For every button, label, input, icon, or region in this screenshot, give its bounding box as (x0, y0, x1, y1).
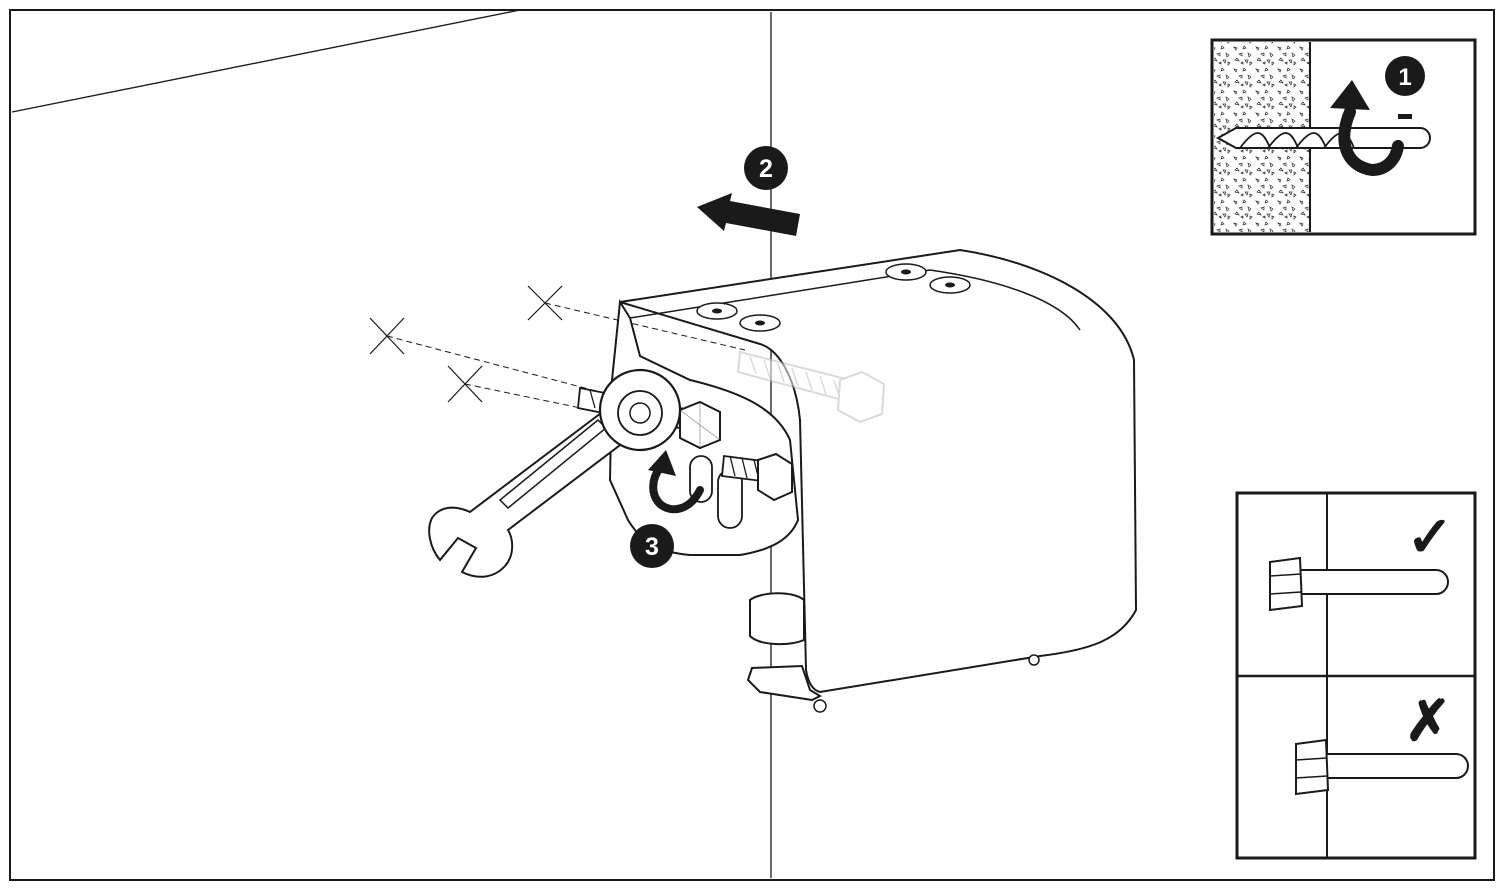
drill-marks (369, 285, 746, 413)
correct-bolt-example (1269, 556, 1449, 612)
cross-mark-icon: ✗ (1405, 689, 1452, 752)
bracket-body (619, 248, 1138, 694)
incorrect-bolt-example (1295, 738, 1469, 796)
tighten-rotation-arrow (648, 450, 704, 514)
rotation-arrow-icon (1330, 80, 1412, 177)
step-1-number: 1 (1398, 64, 1411, 91)
push-arrow-icon (697, 193, 800, 236)
step-3-badge: 3 (630, 524, 674, 568)
step-3-number: 3 (645, 533, 659, 561)
inset-bolt-depth: ✓ ✗ (1235, 491, 1477, 860)
drill-bit-icon (1215, 127, 1431, 149)
anchor-bolt-ghost (736, 350, 886, 424)
wall-ceiling-edge (11, 9, 521, 113)
wrench-icon (428, 368, 682, 578)
step-1-badge: 1 (1385, 56, 1425, 96)
step-2-badge: 2 (744, 146, 788, 190)
step-2-number: 2 (759, 155, 773, 183)
inset-drill-step: 1 (1210, 38, 1477, 236)
top-screws (696, 263, 971, 332)
check-mark-icon: ✓ (1407, 505, 1454, 568)
